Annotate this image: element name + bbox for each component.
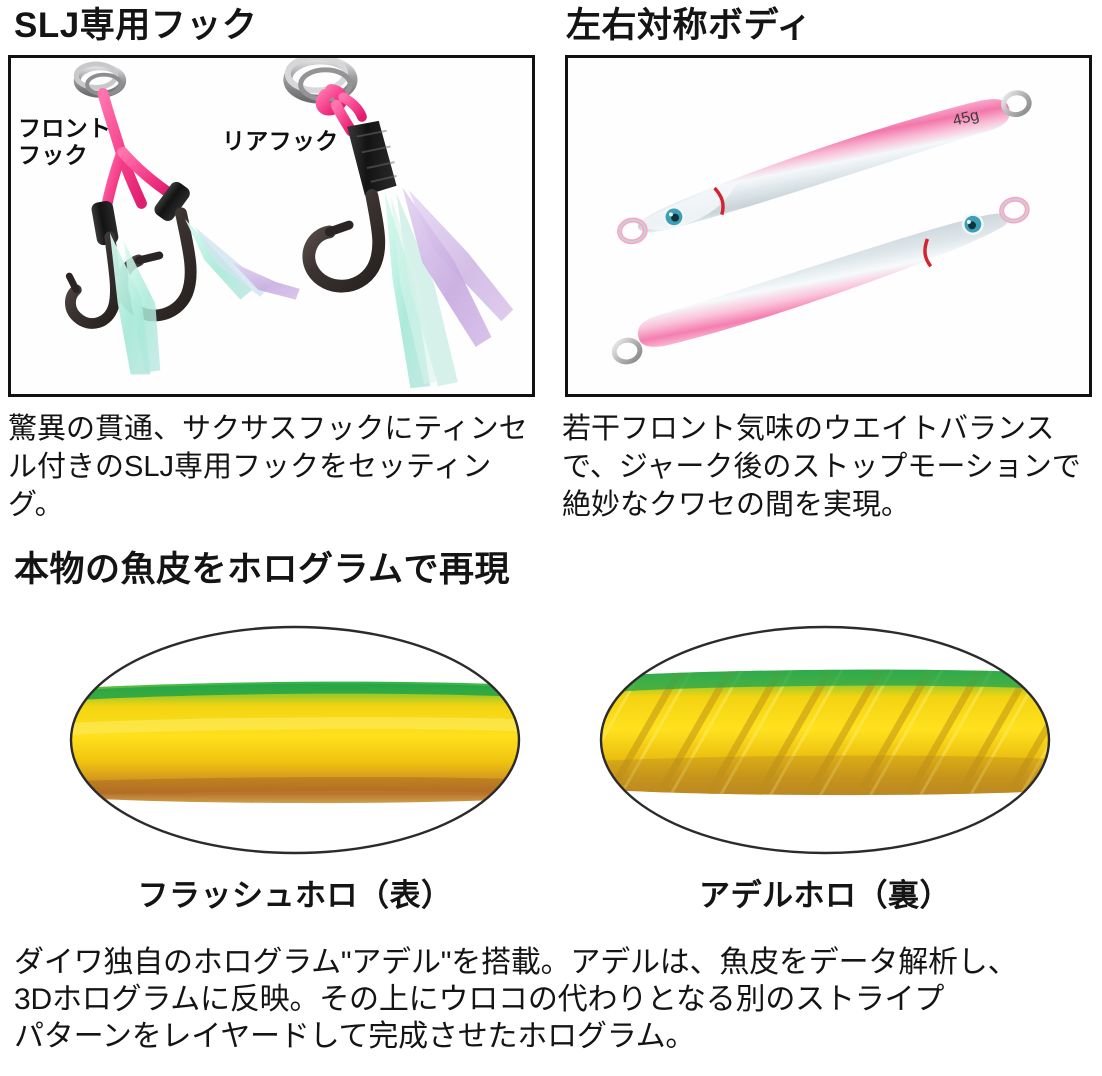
caption-body: 若干フロント気味のウエイトバランスで、ジャーク後のストップモーションで絶妙なクワ… xyxy=(562,413,1081,521)
section-heading-holo: 本物の魚皮をホログラムで再現 xyxy=(14,550,510,589)
paragraph-holo: ダイワ独自のホログラム"アデル"を搭載。アデルは、魚皮をデータ解析し、 3Dホロ… xyxy=(14,946,1018,1053)
adel-holo-outline xyxy=(599,625,1051,855)
section-heading-hook: SLJ専用フック xyxy=(14,6,258,45)
photo-label-front-hook: フロント フック xyxy=(18,115,112,168)
caption-hook: 驚異の貫通、サクサスフックにティンセル付きのSLJ専用フックをセッティング。 xyxy=(8,413,528,521)
flash-holo-outline xyxy=(69,625,521,855)
flash-holo-figure xyxy=(60,620,530,860)
symmetric-jig-body-photo: 45g xyxy=(568,58,1089,394)
jig-lower xyxy=(611,196,1030,365)
adel-stripe-pattern xyxy=(601,669,1049,796)
body-photo-frame: 45g xyxy=(565,55,1092,397)
holo-label-flash: フラッシュホロ（表） xyxy=(137,878,453,913)
jig-weight-marking: 45g xyxy=(951,107,981,130)
adel-holo-figure xyxy=(590,620,1060,860)
photo-label-rear-hook: リアフック xyxy=(222,128,339,154)
hook-photo-frame xyxy=(8,55,535,397)
slj-assist-hook-photo xyxy=(11,58,532,394)
jig-upper: 45g xyxy=(617,90,1032,245)
section-heading-body: 左右対称ボディ xyxy=(566,6,813,45)
holo-label-adel: アデルホロ（裏） xyxy=(699,878,951,913)
